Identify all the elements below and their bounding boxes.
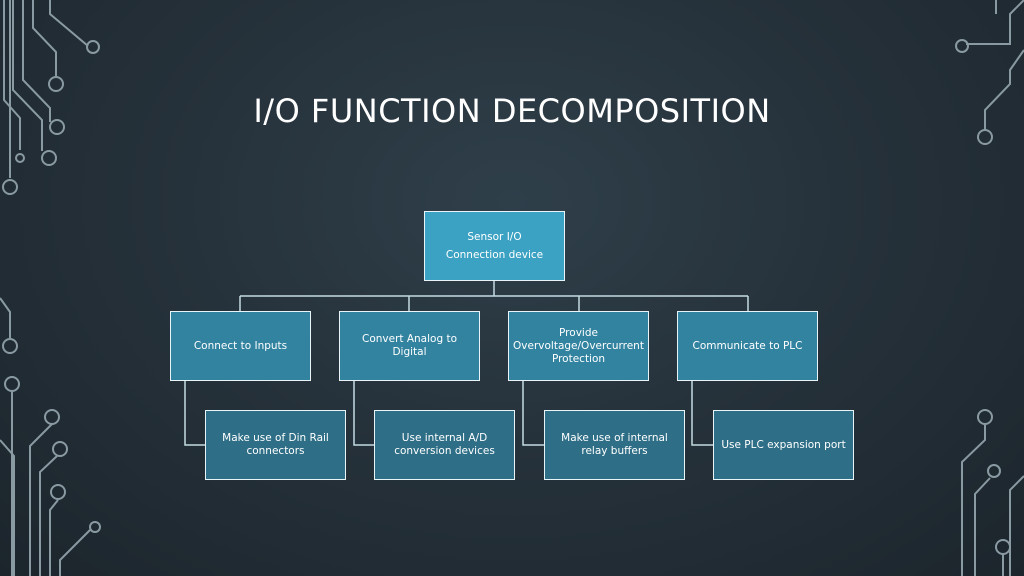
function-node-protection: Provide Overvoltage/Overcurrent Protecti…	[508, 311, 649, 381]
function-node-inputs: Connect to Inputs	[170, 311, 311, 381]
sub-node-din-rail: Make use of Din Rail connectors	[205, 410, 346, 480]
sub-node-ad-conversion: Use internal A/D conversion devices	[374, 410, 515, 480]
sub-node-expansion-port: Use PLC expansion port	[713, 410, 854, 480]
root-node-line1: Sensor I/O	[467, 230, 522, 243]
sub-node-relay-buffers: Make use of internal relay buffers	[544, 410, 685, 480]
function-node-convert: Convert Analog to Digital	[339, 311, 480, 381]
root-node: Sensor I/O Connection device	[424, 211, 565, 281]
root-node-line2: Connection device	[445, 248, 544, 261]
function-node-communicate: Communicate to PLC	[677, 311, 818, 381]
slide-title: I/O FUNCTION DECOMPOSITION	[253, 92, 771, 130]
